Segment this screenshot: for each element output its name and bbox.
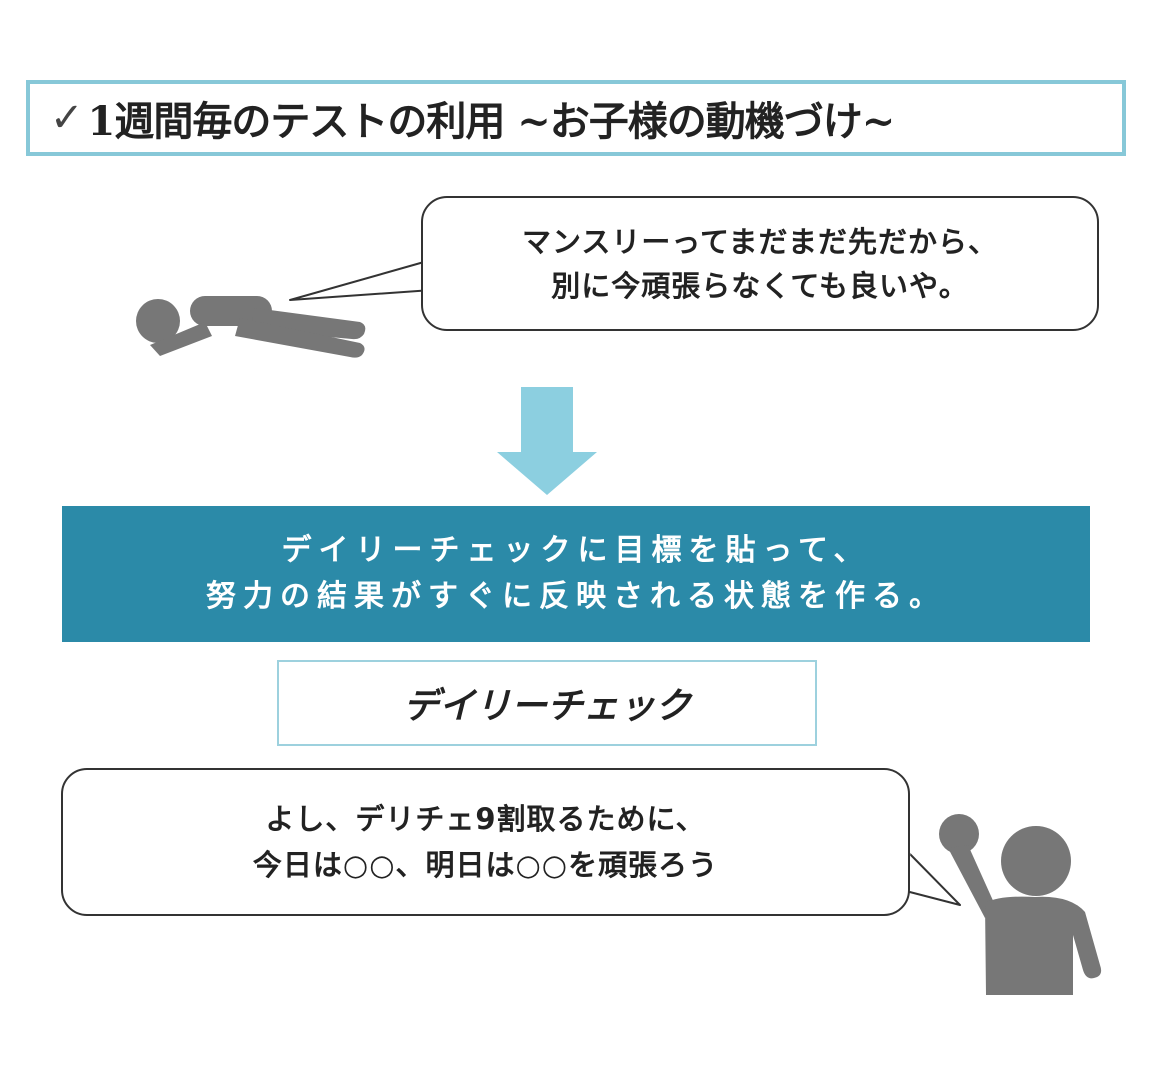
down-arrow-icon	[497, 387, 597, 495]
daily-check-label: デイリーチェック	[402, 685, 691, 727]
banner-line-2: 努力の結果がすぐに反映される状態を作る。	[206, 579, 946, 614]
bottom-bubble-line-2: 今日は○○、明日は○○を頑張ろう	[252, 848, 719, 882]
top-speech-bubble: マンスリーってまだまだ先だから、 別に今頑張らなくても良いや。	[421, 196, 1099, 331]
check-icon: ✓	[50, 95, 84, 141]
top-bubble-line-2: 別に今頑張らなくても良いや。	[551, 268, 969, 303]
lying-person-icon	[136, 296, 366, 358]
daily-check-label-box: デイリーチェック	[277, 660, 817, 746]
strategy-banner: デイリーチェックに目標を貼って、 努力の結果がすぐに反映される状態を作る。	[62, 506, 1090, 642]
title-box: ✓ 1週間毎のテストの利用 ~お子様の動機づけ~	[26, 80, 1126, 156]
top-bubble-tail	[289, 261, 433, 301]
top-bubble-line-1: マンスリーってまだまだ先だから、	[522, 224, 998, 259]
banner-line-1: デイリーチェックに目標を貼って、	[281, 533, 871, 568]
bottom-bubble-line-1: よし、デリチェ9割取るために、	[265, 802, 706, 836]
bottom-speech-bubble: よし、デリチェ9割取るために、 今日は○○、明日は○○を頑張ろう	[61, 768, 910, 916]
cheering-person-icon	[939, 814, 1102, 995]
bottom-bubble-tail	[901, 849, 961, 906]
page-title: 1週間毎のテストの利用 ~お子様の動機づけ~	[87, 98, 896, 145]
